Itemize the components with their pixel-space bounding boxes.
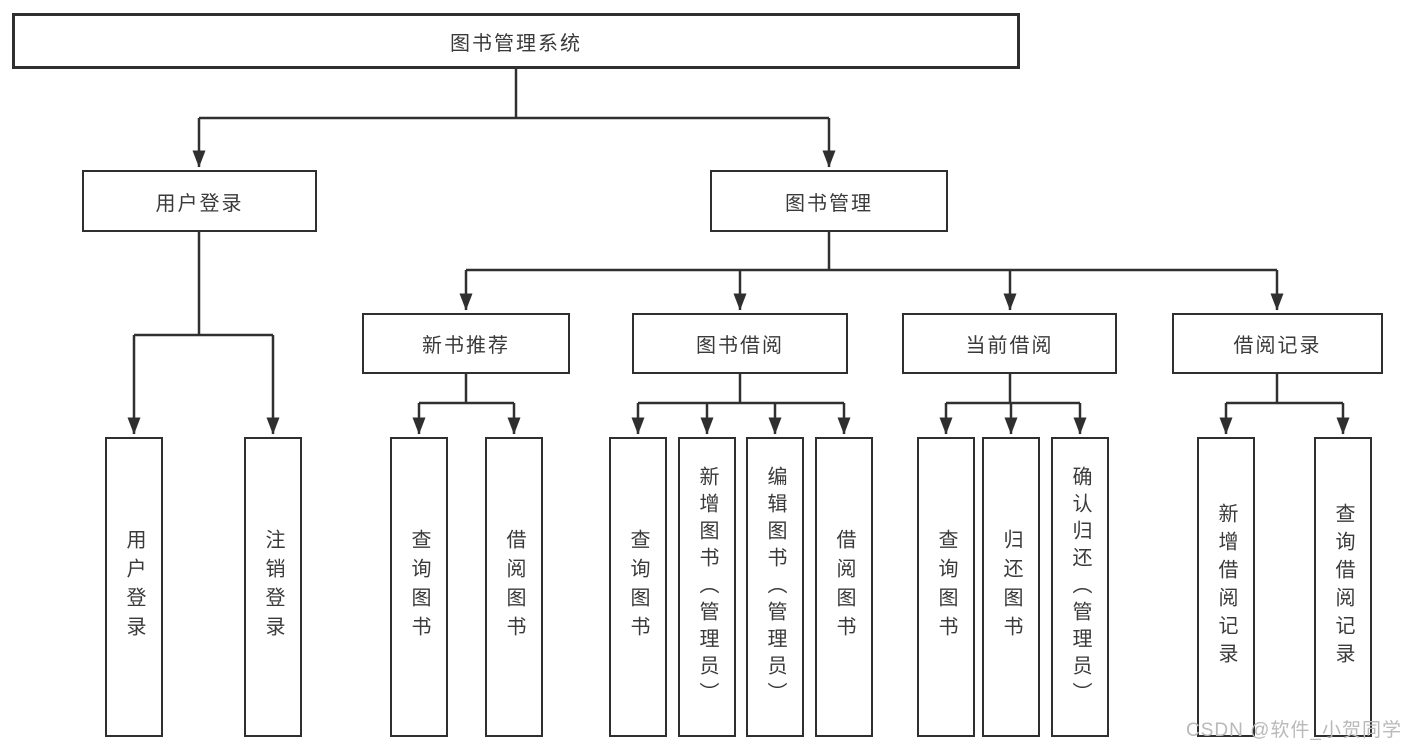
node-new-book-recommendation: 新书推荐 xyxy=(362,313,570,374)
node-leaf-add-borrow-record: 新增借阅记录 xyxy=(1197,437,1255,737)
node-leaf-user-login: 用户登录 xyxy=(105,437,163,737)
node-leaf-add-book-admin: 新增图书（管理员） xyxy=(678,437,736,737)
node-leaf-query-book-current: 查询图书 xyxy=(917,437,975,737)
node-leaf-confirm-return-admin: 确认归还（管理员） xyxy=(1051,437,1109,737)
csdn-watermark: CSDN @软件_小贺同学 xyxy=(1186,720,1402,741)
node-book-management: 图书管理 xyxy=(710,170,948,232)
node-borrowing-record: 借阅记录 xyxy=(1172,313,1383,374)
node-leaf-logout: 注销登录 xyxy=(244,437,302,737)
node-library-management-system: 图书管理系统 xyxy=(12,13,1020,69)
node-leaf-edit-book-admin: 编辑图书（管理员） xyxy=(746,437,804,737)
node-leaf-return-book: 归还图书 xyxy=(982,437,1040,737)
node-user-login: 用户登录 xyxy=(82,170,317,232)
node-current-borrowing: 当前借阅 xyxy=(902,313,1117,374)
node-leaf-query-borrow-record: 查询借阅记录 xyxy=(1314,437,1372,737)
node-leaf-borrow-book: 借阅图书 xyxy=(815,437,873,737)
node-book-borrowing: 图书借阅 xyxy=(632,313,848,374)
node-leaf-borrow-book-recommendation: 借阅图书 xyxy=(485,437,543,737)
node-leaf-query-book-recommendation: 查询图书 xyxy=(390,437,448,737)
node-leaf-query-book-borrowing: 查询图书 xyxy=(609,437,667,737)
